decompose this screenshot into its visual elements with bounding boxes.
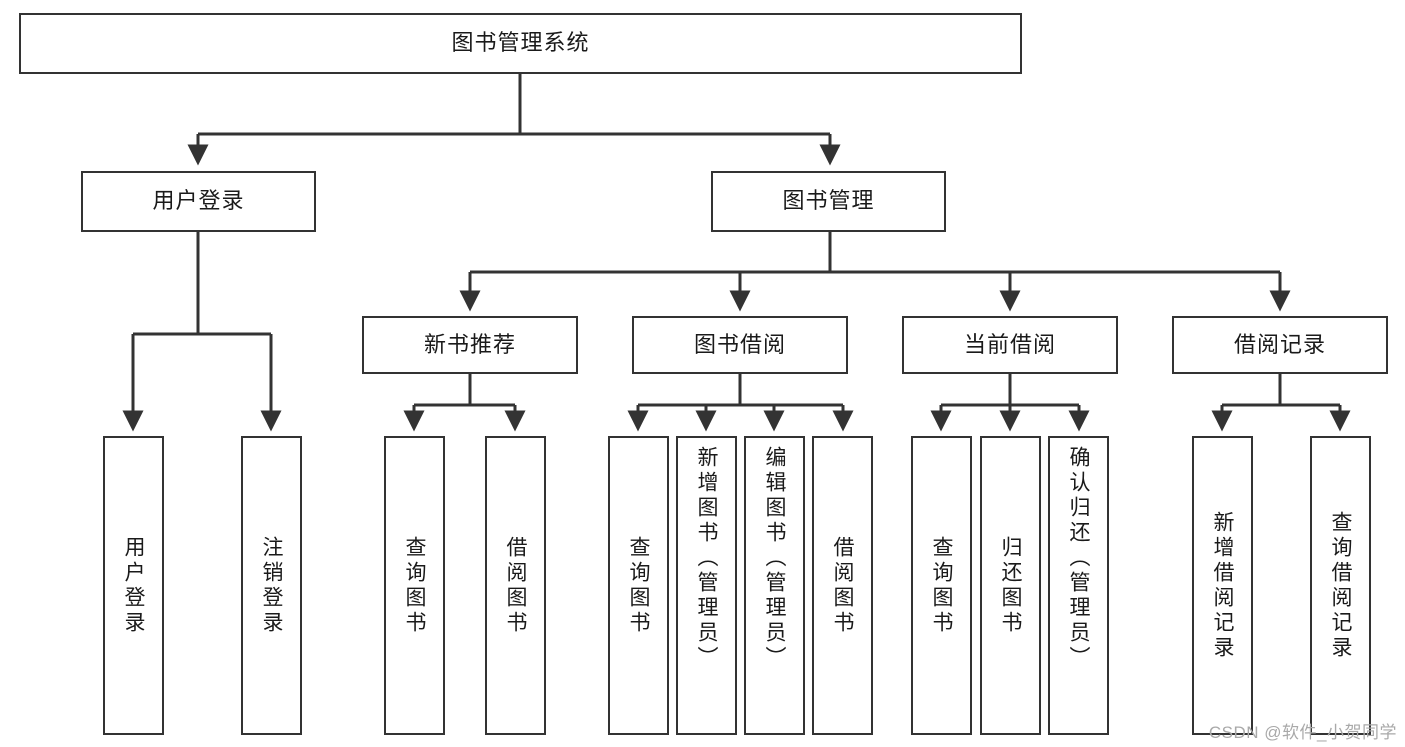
node-book-borrow[interactable]: 图书借阅 [632, 316, 848, 374]
node-user-login-label: 用户登录 [152, 188, 245, 214]
leaf-label: 查询图书 [627, 535, 650, 636]
leaf-label: 归还图书 [999, 535, 1022, 636]
leaf-borrow-add-book-admin[interactable]: 新增图书（管理员） [676, 436, 737, 735]
node-current-borrow-label: 当前借阅 [963, 331, 1056, 357]
leaf-current-query-book[interactable]: 查询图书 [911, 436, 972, 735]
node-book-borrow-label: 图书借阅 [693, 331, 786, 357]
leaf-label: 查询借阅记录 [1329, 510, 1352, 661]
node-current-borrow[interactable]: 当前借阅 [902, 316, 1118, 374]
leaf-record-add[interactable]: 新增借阅记录 [1192, 436, 1253, 735]
leaf-user-login-login[interactable]: 用户登录 [103, 436, 164, 735]
leaf-label: 编辑图书（管理员） [763, 446, 786, 671]
leaf-record-query[interactable]: 查询借阅记录 [1310, 436, 1371, 735]
leaf-user-login-logout[interactable]: 注销登录 [241, 436, 302, 735]
watermark-text: CSDN @软件_小贺同学 [1208, 723, 1397, 742]
node-book-management-label: 图书管理 [782, 188, 875, 214]
leaf-borrow-query-book[interactable]: 查询图书 [608, 436, 669, 735]
leaf-current-return-book[interactable]: 归还图书 [980, 436, 1041, 735]
node-new-book-recommend[interactable]: 新书推荐 [362, 316, 578, 374]
leaf-current-confirm-return-admin[interactable]: 确认归还（管理员） [1048, 436, 1109, 735]
node-borrow-record[interactable]: 借阅记录 [1172, 316, 1388, 374]
leaf-label: 新增图书（管理员） [695, 446, 718, 671]
node-borrow-record-label: 借阅记录 [1233, 331, 1326, 357]
leaf-label: 借阅图书 [831, 535, 854, 636]
leaf-label: 确认归还（管理员） [1067, 446, 1090, 671]
leaf-label: 注销登录 [260, 535, 283, 636]
node-root[interactable]: 图书管理系统 [19, 13, 1022, 74]
leaf-label: 查询图书 [403, 535, 426, 636]
node-user-login[interactable]: 用户登录 [81, 171, 316, 232]
node-book-management[interactable]: 图书管理 [711, 171, 946, 232]
leaf-label: 新增借阅记录 [1211, 510, 1234, 661]
leaf-new-book-query[interactable]: 查询图书 [384, 436, 445, 735]
leaf-borrow-edit-book-admin[interactable]: 编辑图书（管理员） [744, 436, 805, 735]
leaf-borrow-borrow-book[interactable]: 借阅图书 [812, 436, 873, 735]
leaf-new-book-borrow[interactable]: 借阅图书 [485, 436, 546, 735]
node-root-label: 图书管理系统 [451, 30, 590, 56]
leaf-label: 查询图书 [930, 535, 953, 636]
node-new-book-recommend-label: 新书推荐 [423, 331, 516, 357]
leaf-label: 借阅图书 [504, 535, 527, 636]
leaf-label: 用户登录 [122, 535, 145, 636]
